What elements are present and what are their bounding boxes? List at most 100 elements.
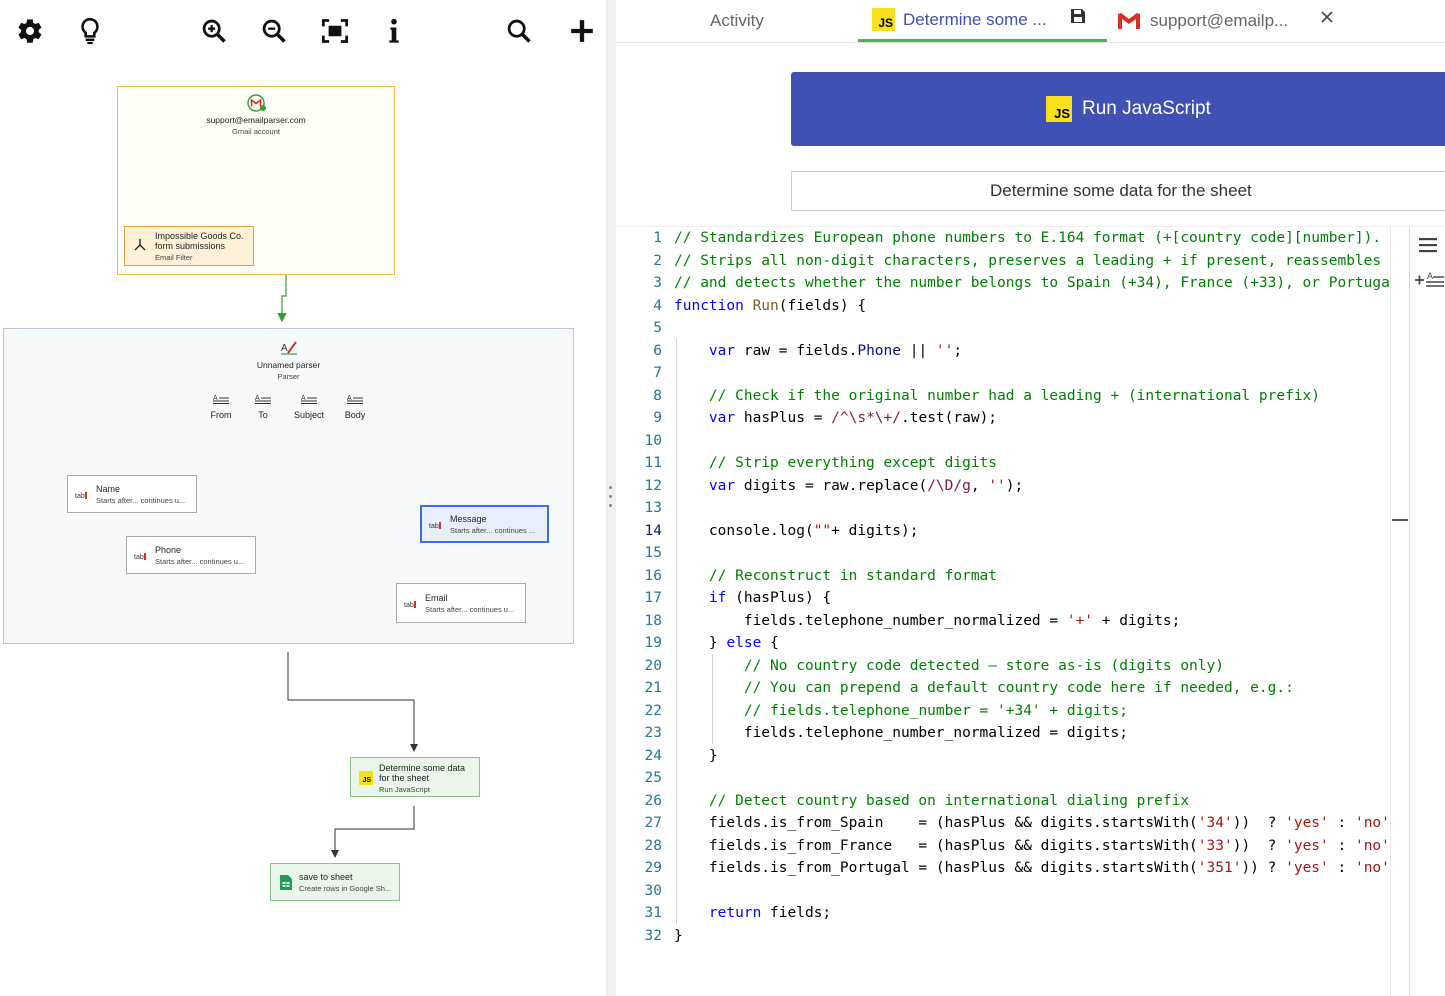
filter-title-1: Impossible Goods Co. [155, 231, 244, 241]
source-subtitle: Gmail account [118, 127, 394, 136]
line-number: 15 [616, 542, 670, 565]
line-number: 1 [616, 227, 670, 250]
line-number: 30 [616, 880, 670, 903]
line-number: 23 [616, 722, 670, 745]
js-icon: JS [359, 771, 373, 785]
pane-splitter[interactable] [606, 0, 616, 996]
extract-rule-icon: tab [404, 597, 420, 615]
js-action-node[interactable]: JS Determine some data for the sheet Run… [350, 757, 480, 797]
gmail-icon [1116, 11, 1142, 31]
line-number: 16 [616, 565, 670, 588]
parser-icon: A [280, 339, 298, 360]
code-line: } [674, 925, 1391, 948]
line-number: 32 [616, 925, 670, 948]
parser-field-from[interactable]: A From [204, 392, 238, 420]
node-title: Email [425, 593, 448, 603]
line-number: 9 [616, 407, 670, 430]
action-name-value: Determine some data for the sheet [990, 181, 1252, 201]
node-title-2: for the sheet [379, 773, 429, 783]
tab-activity[interactable]: Activity [710, 0, 860, 42]
line-number: 4 [616, 295, 670, 318]
code-line: ​ [674, 497, 1391, 520]
svg-text:tab: tab [75, 493, 85, 500]
tab-js-action[interactable]: JS Determine some ... [858, 0, 1107, 42]
node-title: save to sheet [299, 872, 353, 882]
line-number: 26 [616, 790, 670, 813]
extract-rule-icon: tab [75, 488, 91, 506]
field-label: Subject [288, 410, 330, 420]
indent-guide [712, 654, 713, 744]
code-line: console.log(""+ digits); [674, 520, 1391, 543]
code-area[interactable]: // Standardizes European phone numbers t… [674, 227, 1391, 996]
line-number: 12 [616, 475, 670, 498]
extract-node-phone[interactable]: tab Phone Starts after... continues u... [126, 536, 256, 574]
code-line: fields.telephone_number_normalized = dig… [674, 722, 1391, 745]
code-line: ​ [674, 430, 1391, 453]
google-sheets-icon [280, 875, 292, 895]
text-field-icon: A [346, 392, 364, 409]
line-number: 10 [616, 430, 670, 453]
editor-side-tools: A [1409, 227, 1445, 996]
tab-gmail-source[interactable]: support@emailp... [1116, 0, 1336, 42]
code-line: ​ [674, 362, 1391, 385]
svg-text:tab: tab [134, 554, 144, 561]
node-title: Phone [155, 545, 181, 555]
field-label: Body [338, 410, 372, 420]
line-number: 17 [616, 587, 670, 610]
line-number: 21 [616, 677, 670, 700]
code-line: // Standardizes European phone numbers t… [674, 227, 1391, 250]
add-text-icon[interactable]: A [1414, 269, 1444, 296]
save-icon[interactable] [1070, 8, 1086, 29]
code-line: var digits = raw.replace(/\D/g, ''); [674, 475, 1391, 498]
action-name-field[interactable]: Determine some data for the sheet [791, 171, 1445, 211]
code-line: // Reconstruct in standard format [674, 565, 1391, 588]
source-title: support@emailparser.com [118, 115, 394, 125]
tab-label: Activity [710, 11, 764, 31]
line-number: 27 [616, 812, 670, 835]
extract-rule-icon: tab [134, 549, 150, 567]
drag-handle-icon [609, 486, 613, 513]
code-line: // You can prepend a default country cod… [674, 677, 1391, 700]
code-lines: // Standardizes European phone numbers t… [674, 227, 1391, 947]
code-line: // fields.telephone_number = '+34' + dig… [674, 700, 1391, 723]
sheet-action-node[interactable]: save to sheet Create rows in Google Sh..… [270, 863, 400, 901]
parser-field-subject[interactable]: A Subject [288, 392, 330, 420]
code-line: fields.is_from_Spain = (hasPlus && digit… [674, 812, 1391, 835]
extract-node-email[interactable]: tab Email Starts after... continues u... [396, 583, 526, 623]
cursor-position-marker [1392, 519, 1408, 521]
field-label: From [204, 410, 238, 420]
menu-icon[interactable] [1419, 237, 1437, 258]
svg-text:tab: tab [404, 602, 414, 609]
node-subtitle: Create rows in Google Sh... [299, 884, 391, 893]
text-field-icon: A [254, 392, 272, 409]
parser-field-to[interactable]: A To [246, 392, 280, 420]
line-number: 7 [616, 362, 670, 385]
extract-node-name[interactable]: tab Name Starts after... continues u... [67, 475, 197, 513]
code-line: // and detects whether the number belong… [674, 272, 1391, 295]
filter-icon [133, 238, 147, 257]
code-line: // No country code detected — store as-i… [674, 655, 1391, 678]
tab-bar: Activity JS Determine some ... support@e… [616, 0, 1445, 43]
code-line: ​ [674, 542, 1391, 565]
run-button-label: Run JavaScript [1082, 98, 1211, 120]
extract-node-message[interactable]: tab Message Starts after... continues ..… [420, 505, 549, 543]
code-editor[interactable]: 1234567891011121314151617181920212223242… [616, 226, 1445, 996]
code-line: } else { [674, 632, 1391, 655]
close-icon[interactable] [1320, 9, 1334, 29]
extract-rule-icon: tab [429, 518, 445, 536]
line-number: 5 [616, 317, 670, 340]
line-number: 6 [616, 340, 670, 363]
text-field-icon: A [212, 392, 230, 409]
line-number: 3 [616, 272, 670, 295]
line-number: 11 [616, 452, 670, 475]
filter-title-2: form submissions [155, 241, 225, 251]
line-number: 8 [616, 385, 670, 408]
node-subtitle: Run JavaScript [379, 785, 430, 794]
code-line: // Check if the original number had a le… [674, 385, 1391, 408]
line-number: 20 [616, 655, 670, 678]
code-line: fields.telephone_number_normalized = '+'… [674, 610, 1391, 633]
email-filter-node[interactable]: Impossible Goods Co. form submissions Em… [124, 226, 254, 266]
parser-field-body[interactable]: A Body [338, 392, 372, 420]
line-number: 28 [616, 835, 670, 858]
run-javascript-button[interactable]: JS Run JavaScript [791, 72, 1445, 146]
